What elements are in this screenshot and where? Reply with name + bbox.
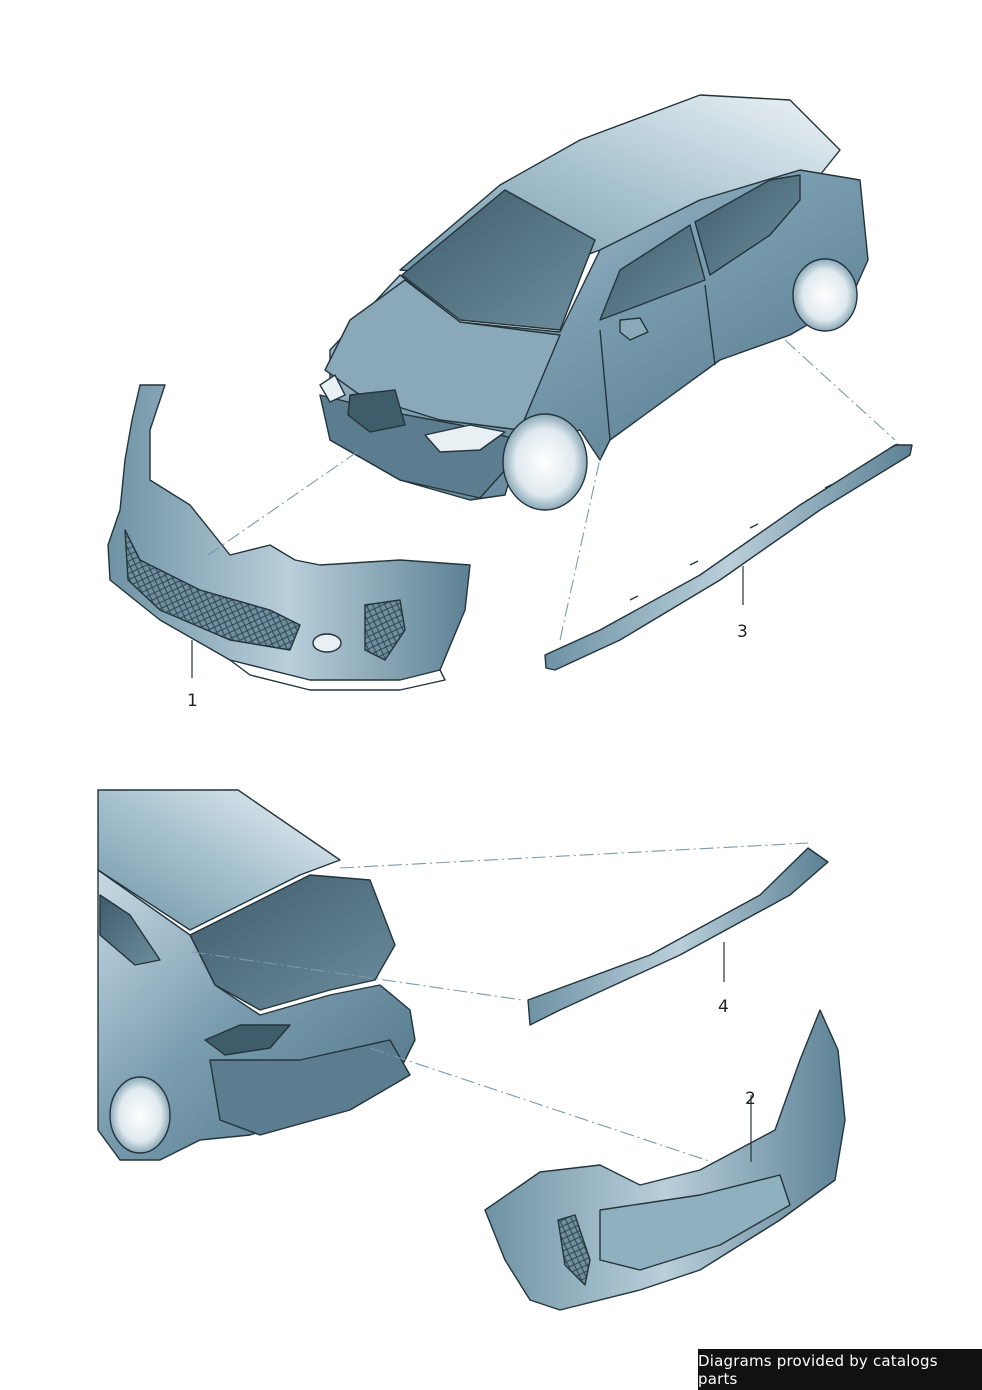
rear-car-illustration	[97, 789, 416, 1161]
rear-bumper-on-car	[209, 1039, 411, 1136]
rear-side-window	[99, 894, 161, 966]
callout-2: 2	[745, 1089, 756, 1109]
callout-4: 4	[718, 997, 729, 1017]
credit-banner: Diagrams provided by catalogs parts	[698, 1349, 982, 1390]
sill-trim-part	[544, 443, 913, 671]
side-window-front	[599, 224, 706, 321]
callout-3: 3	[737, 622, 748, 642]
tail-light	[204, 1024, 291, 1056]
front-bumper-part	[107, 384, 471, 691]
headlight-left	[319, 374, 346, 403]
leader-lines	[191, 339, 896, 1163]
headlight-right	[424, 424, 506, 453]
rear-car-wheel	[109, 1076, 171, 1154]
side-mirror	[619, 317, 649, 341]
windshield	[401, 189, 596, 331]
spoiler-part	[527, 847, 829, 1026]
rear-wheel	[792, 258, 858, 332]
side-window-rear	[694, 174, 801, 276]
front-wheel	[502, 413, 588, 511]
front-car-illustration	[319, 94, 869, 511]
grille	[347, 389, 406, 433]
rear-bumper-part	[484, 1009, 846, 1311]
door-line	[599, 284, 716, 441]
callout-ticks	[191, 566, 752, 1162]
rear-window	[189, 874, 396, 1011]
callout-1: 1	[187, 691, 198, 711]
